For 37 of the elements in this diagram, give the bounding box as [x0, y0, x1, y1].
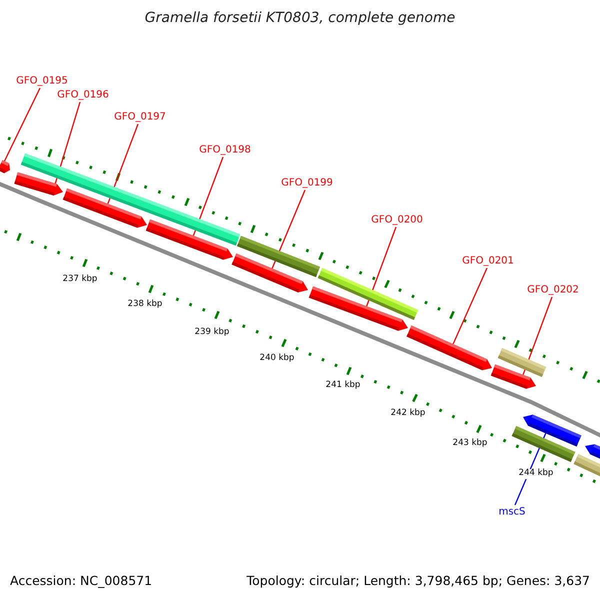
gene-label: GFO_0197 [114, 111, 166, 123]
scale-label: 244 kbp [518, 469, 554, 479]
scale-label: 243 kbp [452, 439, 488, 449]
gene-label: GFO_0195 [16, 75, 68, 87]
gene-feature [523, 414, 582, 447]
gene-label: GFO_0196 [57, 89, 109, 101]
leader-line [192, 156, 224, 236]
leader-line [54, 102, 81, 184]
gene-feature [232, 253, 308, 292]
leader-line [4, 88, 41, 162]
gene-label: GFO_0198 [199, 144, 251, 156]
gene-feature [62, 188, 147, 228]
scale-label: 241 kbp [326, 381, 360, 391]
gene-feature [406, 326, 492, 370]
gene-label: mscS [498, 506, 526, 518]
gene-label: GFO_0200 [371, 214, 423, 226]
leader-line [107, 124, 139, 204]
scale-label: 242 kbp [390, 409, 426, 419]
gene-feature [146, 219, 233, 260]
footer-text: Topology: circular; Length: 3,798,465 bp; Genes: 3,637 [246, 574, 590, 588]
gene-label: GFO_0199 [281, 177, 333, 189]
scale-label: 237 kbp [62, 275, 98, 285]
title: Gramella forsetii KT0803, complete genome [144, 10, 456, 26]
gene-feature [308, 286, 408, 331]
gene-feature [14, 172, 63, 196]
gene-feature [0, 160, 10, 174]
gene-label: GFO_0201 [462, 255, 514, 267]
leader-line [452, 268, 488, 344]
scale-label: 239 kbp [194, 328, 230, 338]
gene-label: GFO_0202 [527, 284, 579, 296]
leader-line [366, 226, 397, 306]
scale-label: 240 kbp [260, 354, 294, 364]
leader-line [272, 190, 306, 269]
scale-label: 238 kbp [128, 300, 162, 310]
leader-line [522, 296, 553, 375]
footer-text: Accession: NC_008571 [10, 574, 152, 588]
gene-feature [490, 364, 536, 389]
